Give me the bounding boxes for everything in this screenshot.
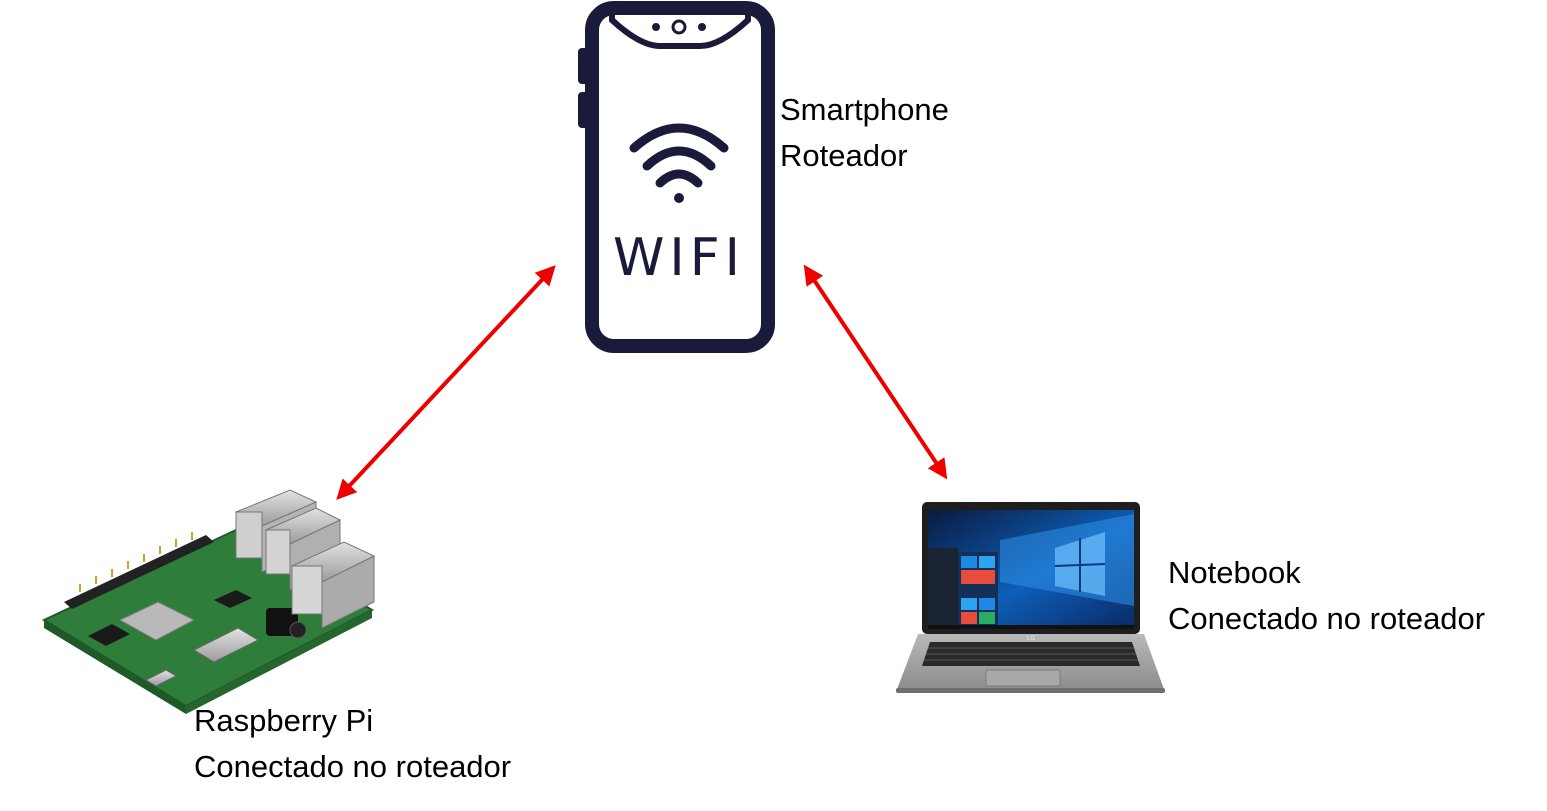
connection-arrow-phone-to-notebook [803,264,948,480]
raspberry-pi-label-line1: Raspberry Pi [194,703,374,738]
smartphone-label: Smartphone Roteador [780,87,949,179]
notebook-label: Notebook Conectado no roteador [1168,550,1485,642]
smartphone-label-line2: Roteador [780,138,908,173]
notebook-label-line1: Notebook [1168,555,1301,590]
raspberry-pi-label-line2: Conectado no roteador [194,749,512,784]
raspberry-pi-label: Raspberry Pi Conectado no roteador [194,698,511,790]
svg-text:LG: LG [1027,636,1035,642]
smartphone-label-line1: Smartphone [780,92,949,127]
wifi-screen-text: WIFI [613,228,745,288]
wifi-icon [629,123,729,203]
notebook-label-line2: Conectado no roteador [1168,601,1486,636]
laptop-icon: LG [896,502,1165,693]
raspberry-pi-board-icon [41,489,376,714]
connection-arrow-pi-to-phone [336,265,556,500]
